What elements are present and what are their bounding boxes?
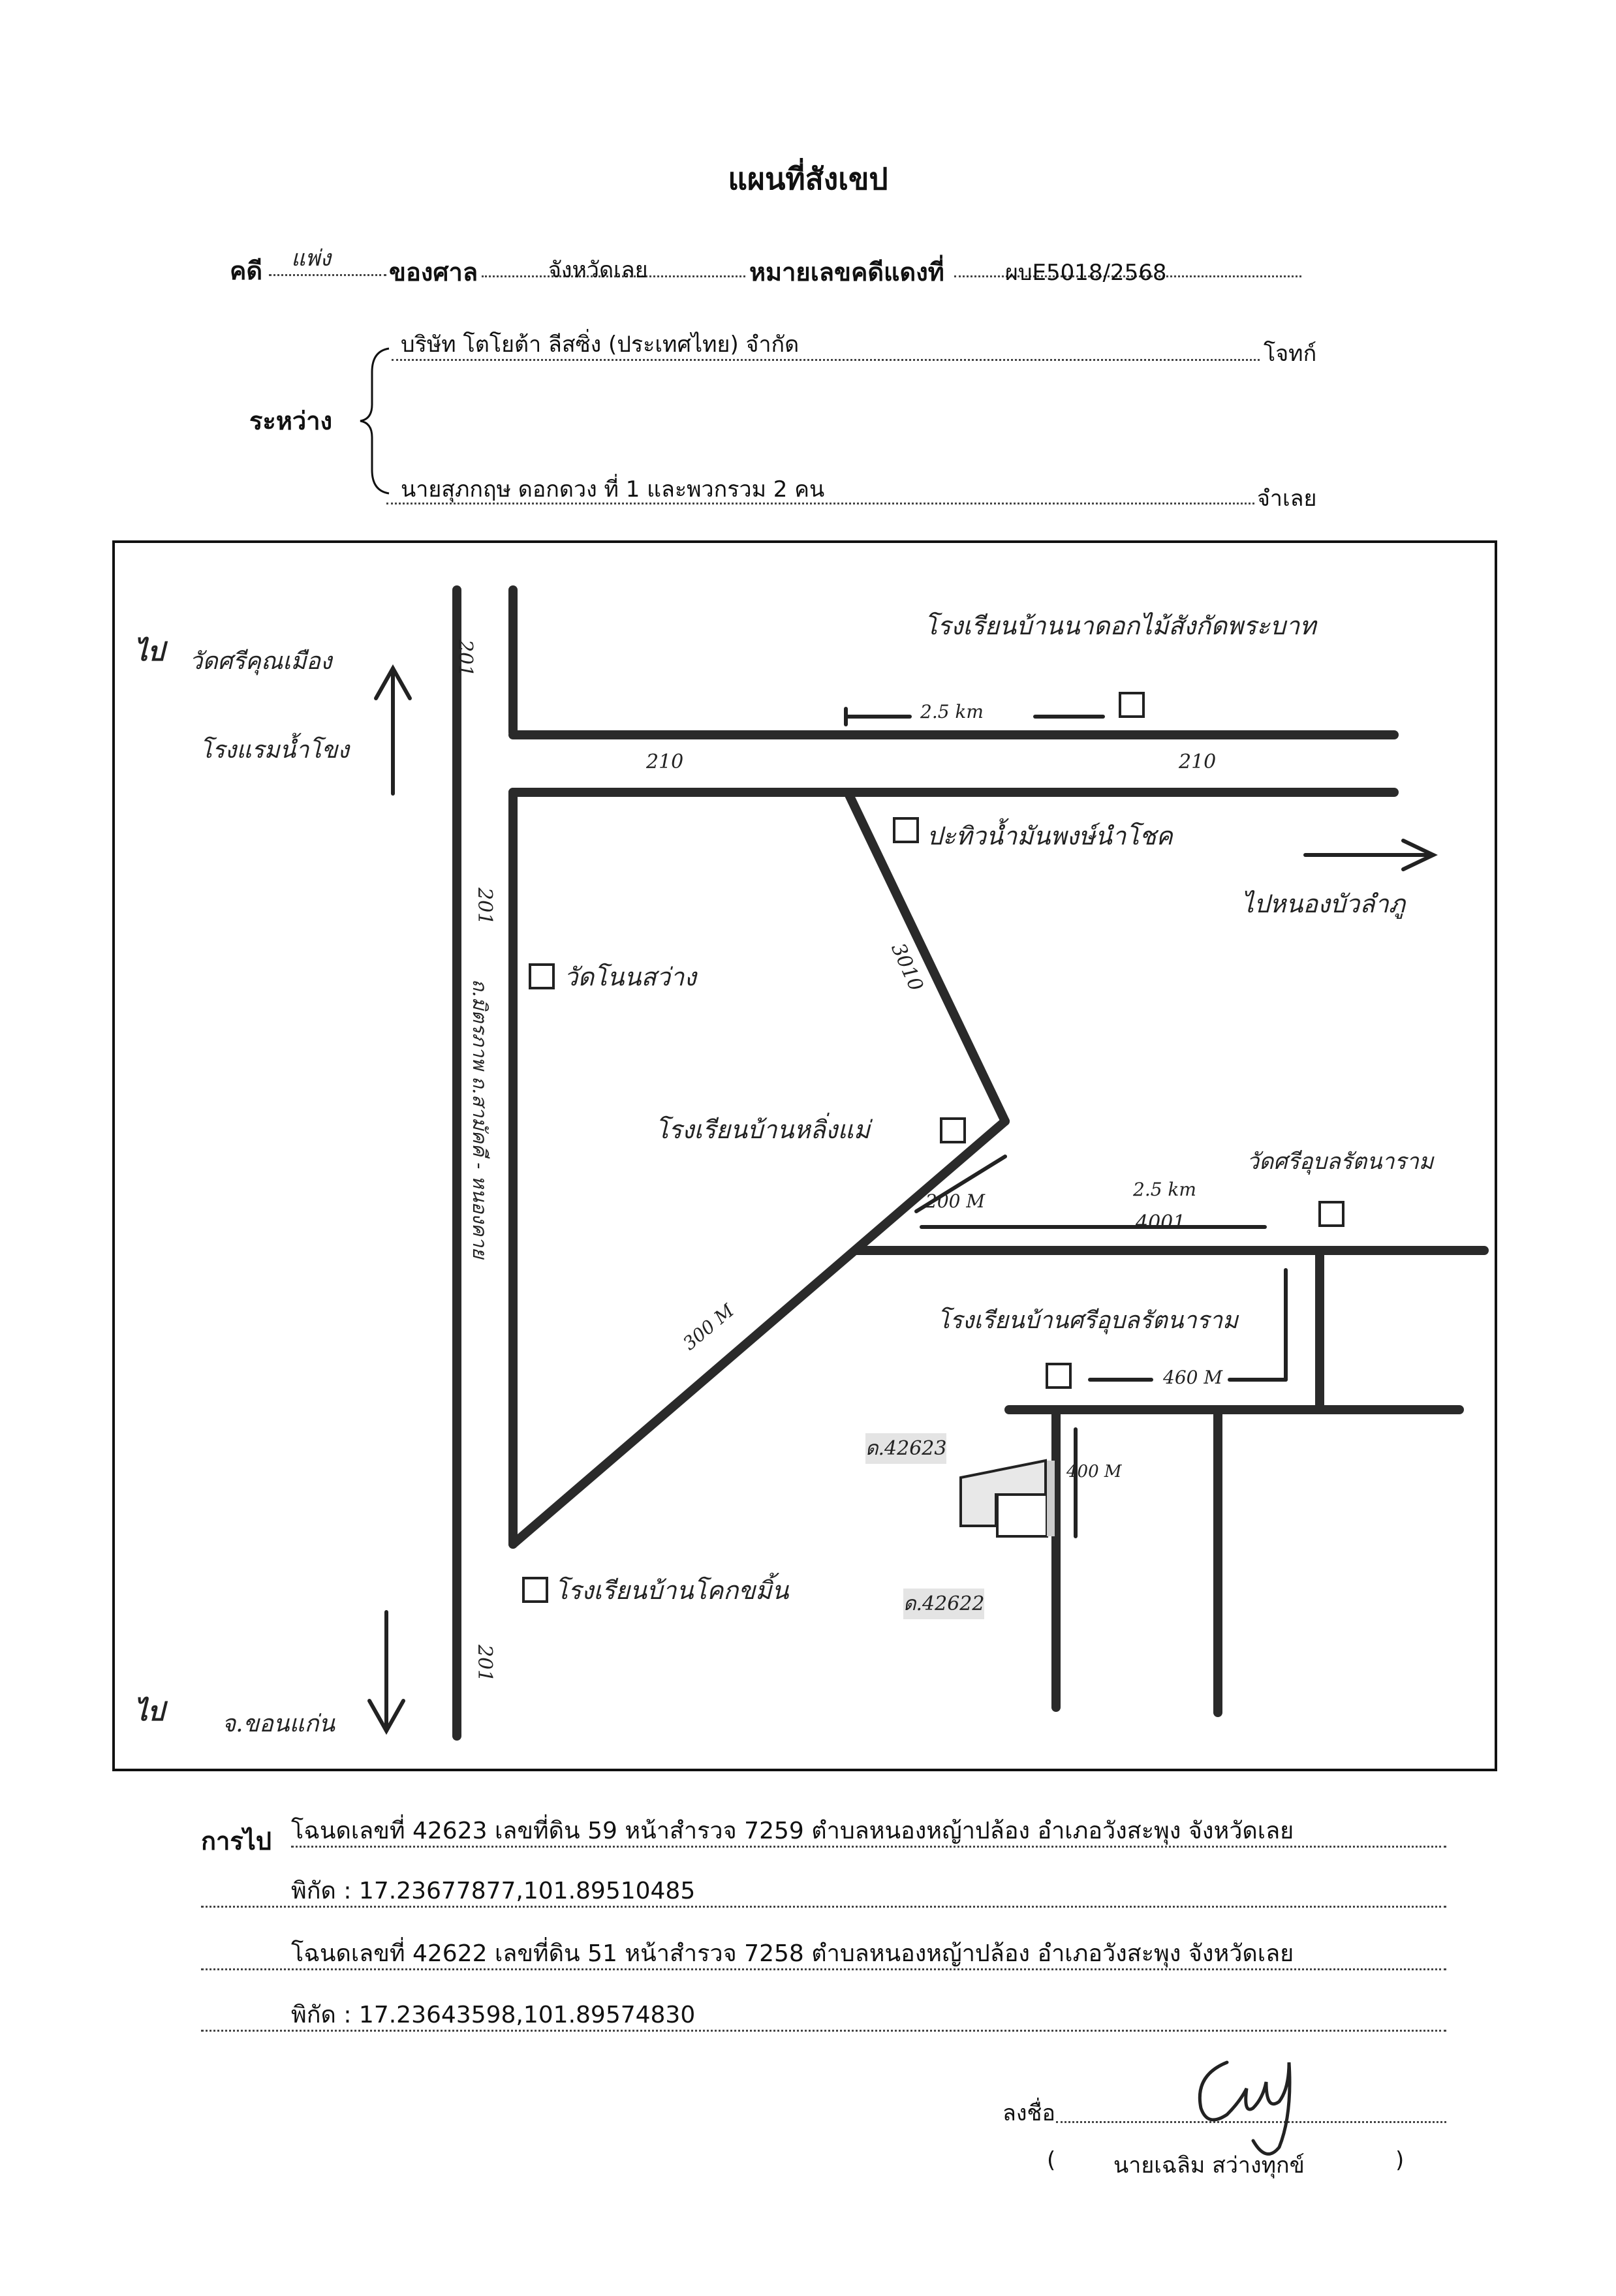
distance-mid: 2.5 km (1133, 1179, 1196, 1200)
road-210-label-a: 210 (646, 751, 684, 773)
signer-open-paren: ( (1047, 2147, 1056, 2173)
road-201-bottom-label: 201 (473, 1645, 496, 1683)
distance-400m: 400 M (1066, 1462, 1122, 1482)
place-gas-station: ปะทิวน้ำมันพงษ์นำโชค (927, 822, 1173, 850)
map-frame (112, 540, 1497, 1771)
red-case-number: ผบE5018/2568 (1005, 260, 1167, 286)
red-case-label: หมายเลขคดีแดงที่ (749, 258, 944, 287)
plot-label-42623: ด.42623 (865, 1433, 947, 1464)
road-210-label-b: 210 (1179, 751, 1217, 773)
place-school-bottom: โรงเรียนบ้านโคกขมิ้น (555, 1576, 789, 1605)
distance-top: 2.5 km (920, 701, 984, 722)
page-title: แผนที่สังเขป (728, 161, 888, 196)
case-label: คดี (230, 256, 263, 285)
marker-icon (893, 817, 919, 843)
court-name: จังหวัดเลย (548, 257, 648, 283)
marker-icon (1046, 1363, 1072, 1389)
road-diagonal (508, 1117, 1010, 1549)
road-201-mid-label: 201 (473, 888, 496, 925)
plaintiff-role: โจทก์ (1264, 341, 1317, 367)
place-to-khonkaen: จ.ขอนแก่น (222, 1711, 335, 1737)
coordinates-2: พิกัด : 17.23643598,101.89574830 (291, 2002, 696, 2028)
to-nw-prefix: ไป (134, 636, 164, 667)
place-to-temple-north: วัดศรีคุณเมือง (189, 648, 332, 675)
defendant-line (386, 503, 1254, 504)
signer-close-paren: ) (1395, 2147, 1405, 2173)
case-type: แพ่ง (291, 245, 331, 271)
red-case-line (954, 275, 1301, 277)
to-south-prefix: ไป (134, 1696, 164, 1727)
road-201-top-label: 201 (454, 640, 476, 677)
place-to-nongbua: ไปหนองบัวลำภู (1241, 890, 1405, 918)
signature-scribble (1198, 2060, 1292, 2156)
marker-icon (522, 1577, 548, 1603)
signer-name: นายเฉลิม สว่างทุกข์ (1113, 2152, 1305, 2179)
coordinates-1: พิกัด : 17.23677877,101.89510485 (291, 1878, 696, 1904)
distance-200m: 200 M (925, 1190, 986, 1212)
place-to-hotel: โรงแรมน้ำโขง (200, 737, 349, 764)
directions-label: การไป (201, 1827, 272, 1855)
place-temple-2: วัดศรีอุบลรัตนาราม (1247, 1149, 1434, 1175)
plaintiff-name: บริษัท โตโยต้า ลีสซิ่ง (ประเทศไทย) จำกัด (401, 332, 800, 358)
marker-icon (940, 1117, 966, 1143)
court-label: ของศาล (389, 258, 478, 287)
defendant-name: นายสุภกฤษ ดอกดวง ที่ 1 และพวกรวม 2 คน (401, 476, 825, 503)
defendant-role: จำเลย (1257, 486, 1317, 512)
marker-icon (1318, 1201, 1344, 1227)
between-label: ระหว่าง (249, 407, 333, 435)
place-school-mid: โรงเรียนบ้านหลิ่งแม่ (655, 1115, 870, 1144)
road-3010 (844, 789, 1010, 1126)
deed-2: โฉนดเลขที่ 42622 เลขที่ดิน 51 หน้าสำรวจ … (291, 1940, 1294, 1967)
brace-icon (360, 347, 390, 495)
deed-1: โฉนดเลขที่ 42623 เลขที่ดิน 59 หน้าสำรวจ … (291, 1818, 1294, 1844)
marker-icon (1119, 692, 1145, 718)
plaintiff-line (392, 359, 1260, 361)
plot-label-42622: ด.42622 (903, 1589, 985, 1619)
sign-label: ลงชื่อ (1002, 2100, 1055, 2126)
road-4001-label: 4001 (1136, 1211, 1186, 1234)
marker-icon (529, 963, 555, 989)
case-type-line (269, 274, 386, 276)
place-school-top: โรงเรียนบ้านนาดอกไม้สังกัดพระบาท (924, 612, 1316, 640)
plot-42622 (996, 1493, 1048, 1538)
vertical-road-name: ถ.มิตรภาพ ถ.สามัคคี - หนองคาย (468, 979, 491, 1259)
place-temple-1: วัดโนนสว่าง (564, 963, 696, 991)
court-line (482, 275, 745, 277)
distance-460m: 460 M (1163, 1367, 1223, 1388)
place-school-right: โรงเรียนบ้านศรีอุบลรัตนาราม (937, 1307, 1238, 1334)
